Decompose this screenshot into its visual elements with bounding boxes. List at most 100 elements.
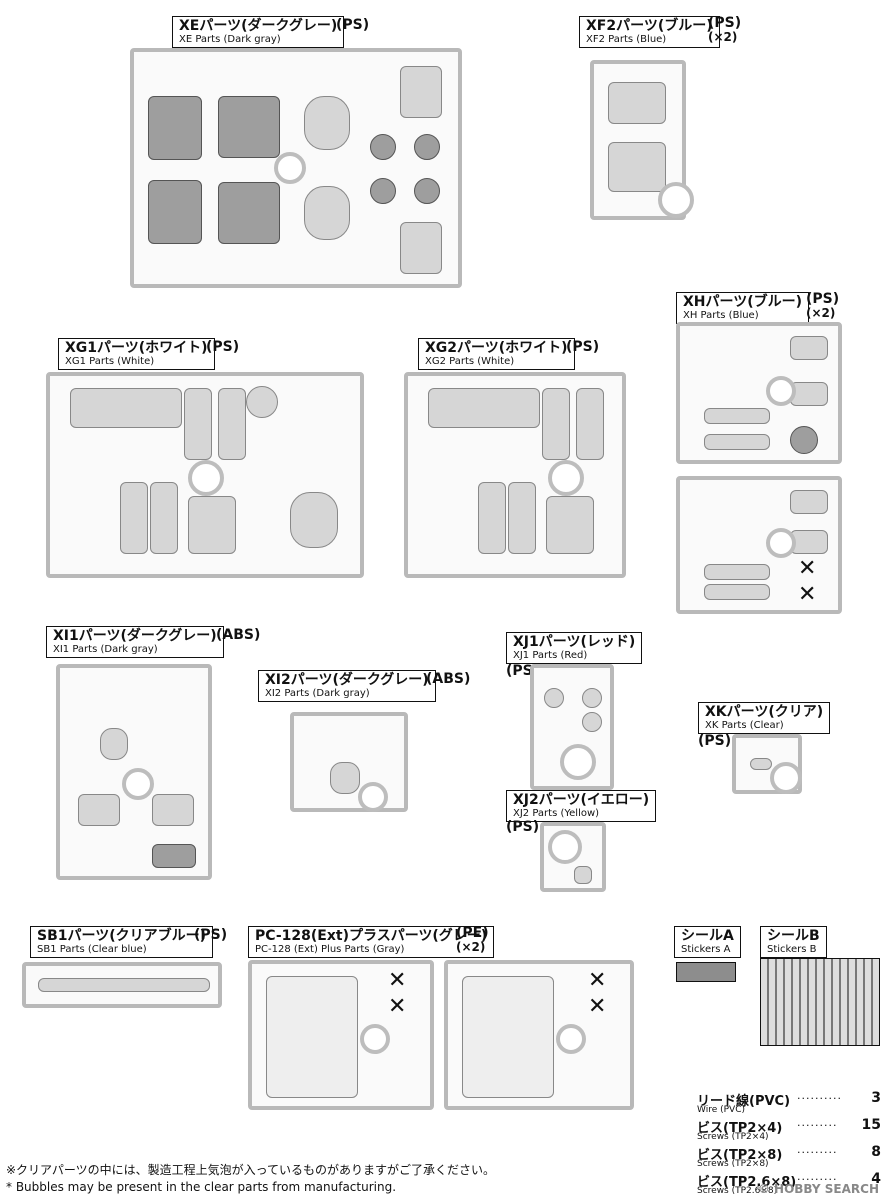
xe-part-4 (218, 96, 280, 158)
xg1-label-en: XG1 Parts (White) (65, 356, 155, 368)
xe-part-9 (400, 66, 442, 118)
sb1-label: SB1パーツ(クリアブルー) SB1 Parts (Clear blue) (30, 926, 214, 958)
xf2-label-en: XF2 Parts (Blue) (586, 34, 667, 46)
xe-part-4b (218, 182, 280, 244)
xk-label-en: XK Parts (Clear) (705, 720, 784, 732)
xe-center-ring (274, 152, 306, 184)
sb1-material: (PS) (194, 927, 228, 943)
sticker-a-en: Stickers A (681, 944, 731, 956)
xi2-label-en: XI2 Parts (Dark gray) (265, 688, 370, 700)
xj1-part-3 (582, 712, 602, 732)
xe-label-jp: XEパーツ(ダークグレー) (179, 18, 338, 34)
pc128b-parts-col (462, 976, 554, 1098)
xg2-part-7 (546, 496, 594, 554)
xg2-part-10 (542, 388, 570, 460)
screw-desc: Wire (PVC) (697, 1105, 745, 1115)
pc128-material: (PE) (×2) (456, 925, 489, 955)
pc128-label-en: PC-128 (Ext) Plus Parts (Gray) (255, 944, 405, 956)
xj1-part-2 (582, 688, 602, 708)
xg1-part-5 (120, 482, 148, 554)
xf2-sprue (590, 60, 694, 220)
xi1-part-3 (100, 728, 128, 760)
xh2-part-6 (790, 490, 828, 514)
xg2-center-ring (548, 460, 584, 496)
screw-count: 4 (871, 1171, 881, 1187)
sb1-part-1 (38, 978, 210, 992)
pc128-sprue-1: ✕ ✕ (248, 960, 434, 1110)
sb1-label-en: SB1 Parts (Clear blue) (37, 944, 147, 956)
xj2-label-jp: XJ2パーツ(イエロー) (513, 792, 650, 808)
xh2-part-5 (704, 584, 770, 600)
xj2-label-en: XJ2 Parts (Yellow) (513, 808, 600, 820)
sticker-a-sheet (676, 962, 736, 982)
xh2-cross-9: ✕ (798, 582, 817, 607)
screw-name: リード線(PVC) (697, 1094, 791, 1109)
xe-wheel-3 (370, 178, 396, 204)
pc128-quantity: (×2) (456, 940, 486, 955)
xe-sprue (130, 48, 462, 288)
xf2-part-3 (608, 142, 666, 192)
xj1-label-jp: XJ1パーツ(レッド) (513, 634, 636, 650)
watermark: © HOBBY SEARCH (757, 1182, 879, 1196)
xi1-part-18 (152, 844, 196, 868)
pc128-cross-1: ✕ (388, 968, 407, 993)
xh-quantity: (×2) (806, 306, 836, 321)
xh-part-5 (704, 434, 770, 450)
xh2-ring (766, 528, 796, 558)
xi1-part-16 (152, 794, 194, 826)
xh-label-jp: XHパーツ(ブルー) (683, 294, 803, 310)
note-en: * Bubbles may be present in the clear pa… (6, 1180, 397, 1194)
xg1-label: XG1パーツ(ホワイト) XG1 Parts (White) (58, 338, 215, 370)
xe-label: XEパーツ(ダークグレー) XE Parts (Dark gray) (172, 16, 345, 48)
xg1-center-ring (188, 460, 224, 496)
xi2-ring (358, 782, 388, 812)
pc128-sprue-2: ✕ ✕ (444, 960, 634, 1110)
xh-material-type: (PS) (806, 291, 840, 307)
xi1-part-13 (78, 794, 120, 826)
xi1-material: (ABS) (216, 627, 261, 643)
xg2-part-6 (508, 482, 536, 554)
xi2-label: XI2パーツ(ダークグレー) XI2 Parts (Dark gray) (258, 670, 436, 702)
sb1-sprue (22, 962, 222, 1008)
sb1-label-jp: SB1パーツ(クリアブルー) (37, 928, 207, 944)
xi2-material: (ABS) (426, 671, 471, 687)
xe-part-9b (400, 222, 442, 274)
xg1-part-16 (290, 492, 338, 548)
xg2-part-5 (478, 482, 506, 554)
xj1-sprue (530, 664, 614, 790)
xe-wheel-2 (414, 134, 440, 160)
screw-dots: ········· (797, 1173, 838, 1186)
xg2-label-jp: XG2パーツ(ホワイト) (425, 340, 568, 356)
xj2-ring (548, 830, 582, 864)
xg2-sprue (404, 372, 626, 578)
pc128b-cross-1: ✕ (588, 968, 607, 993)
sticker-b-label: シールB Stickers B (760, 926, 827, 958)
xg1-part-8 (70, 388, 182, 428)
xh-sprue-1 (676, 322, 842, 464)
xg2-label: XG2パーツ(ホワイト) XG2 Parts (White) (418, 338, 575, 370)
xg1-part-19 (246, 386, 278, 418)
xf2-material-type: (PS) (708, 15, 742, 31)
note-jp: ※クリアパーツの中には、製造工程上気泡が入っているものがありますがご了承ください… (6, 1163, 495, 1177)
xi2-part-body (330, 762, 360, 794)
xh2-cross-8: ✕ (798, 556, 817, 581)
screw-name: ビス(TP2.6×8) (697, 1175, 797, 1190)
xf2-quantity: (×2) (708, 30, 738, 45)
xi1-sprue (56, 664, 212, 880)
xe-label-en: XE Parts (Dark gray) (179, 34, 281, 46)
xf2-material: (PS) (×2) (708, 15, 742, 45)
clear-parts-note: ※クリアパーツの中には、製造工程上気泡が入っているものがありますがご了承ください… (6, 1162, 495, 1196)
xh-label-en: XH Parts (Blue) (683, 310, 759, 322)
sticker-a-label: シールA Stickers A (674, 926, 741, 958)
sticker-b-en: Stickers B (767, 944, 817, 956)
pc128-material-type: (PE) (456, 925, 489, 941)
xj2-material: (PS) (506, 819, 540, 835)
xg2-label-en: XG2 Parts (White) (425, 356, 515, 368)
xe-part-3b (148, 180, 202, 244)
sticker-a-jp: シールA (681, 928, 734, 944)
xg2-part-11 (576, 388, 604, 460)
xg1-part-6 (150, 482, 178, 554)
xk-sprue (732, 734, 802, 794)
screw-name: ビス(TP2×4) (697, 1121, 783, 1136)
screw-name: ビス(TP2×8) (697, 1148, 783, 1163)
